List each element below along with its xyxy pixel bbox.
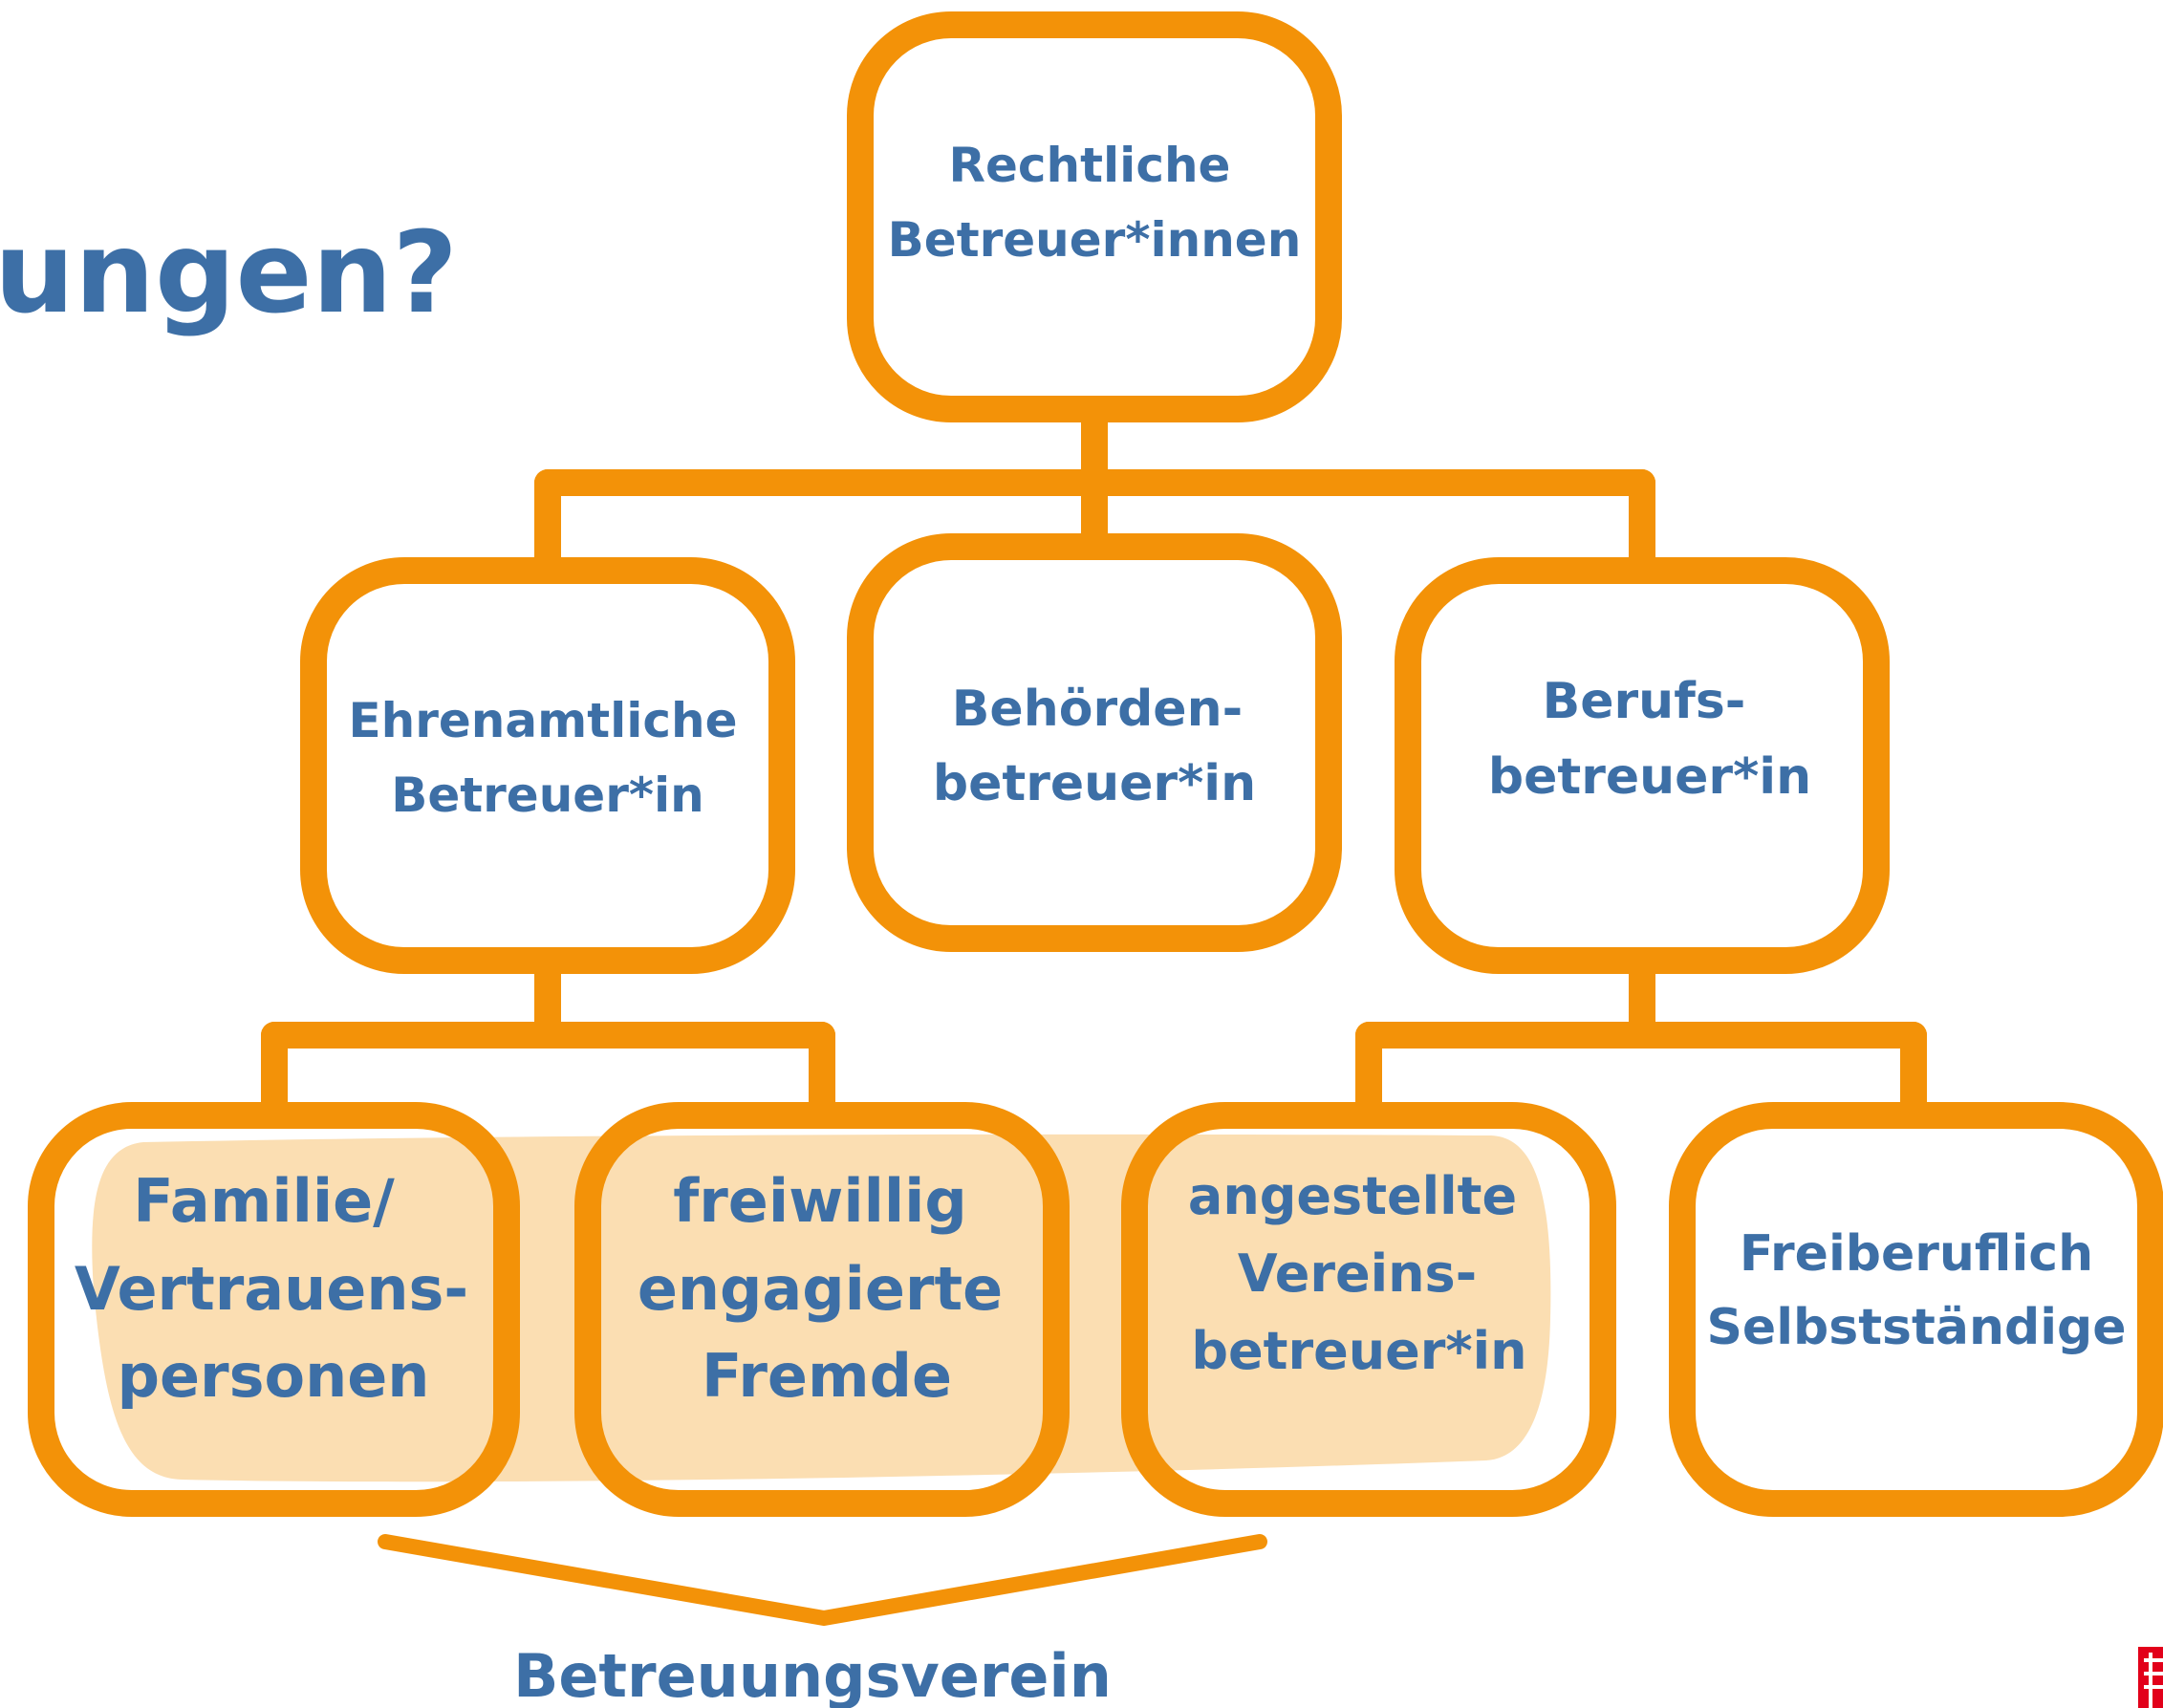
label-berufs-line1: Berufs- xyxy=(1543,673,1746,730)
box-angestellte xyxy=(1121,1102,1616,1517)
label-rechtliche-line1: Rechtliche xyxy=(949,138,1231,193)
label-angestellte-line1: angestellte xyxy=(1188,1166,1517,1226)
label-freiberuflich-line1: Freiberuflich xyxy=(1740,1225,2093,1283)
caritas-cross-icon xyxy=(2138,1647,2163,1708)
label-freiwillig-line1: freiwillig xyxy=(673,1166,967,1236)
label-berufs-line2: betreuer*in xyxy=(1488,748,1811,806)
group-bracket xyxy=(378,1534,1267,1626)
label-freiwillig-line3: Fremde xyxy=(702,1341,952,1411)
page-title: ungen? xyxy=(0,206,458,338)
label-behoerden-line2: betreuer*in xyxy=(933,755,1256,812)
label-freiwillig-line2: engagierte xyxy=(638,1254,1003,1324)
label-freiberuflich-line2: Selbstständige xyxy=(1706,1299,2126,1356)
box-behoerdenbetreuer xyxy=(847,533,1342,952)
box-familie xyxy=(28,1102,520,1517)
box-freiwillig xyxy=(574,1102,1070,1517)
label-ehrenamtliche-line1: Ehrenamtliche xyxy=(348,693,737,748)
label-familie-line3: personen xyxy=(118,1341,430,1411)
box-freiberuflich xyxy=(1669,1102,2163,1517)
label-behoerden-line1: Behörden- xyxy=(952,681,1243,738)
group-label-betreuungsverein: Betreuungsverein xyxy=(513,1641,1112,1708)
label-familie-line2: Vertrauens- xyxy=(75,1254,468,1324)
box-berufsbetreuer xyxy=(1395,557,1890,974)
label-angestellte-line2: Vereins- xyxy=(1238,1243,1477,1304)
box-rechtliche-betreuer xyxy=(847,11,1342,422)
label-rechtliche-line2: Betreuer*innen xyxy=(888,212,1302,268)
label-angestellte-line3: betreuer*in xyxy=(1191,1321,1526,1381)
box-ehrenamtliche-betreuer xyxy=(300,557,795,974)
betreuungsverein-highlight xyxy=(92,1134,1551,1482)
label-ehrenamtliche-line2: Betreuer*in xyxy=(391,768,704,823)
label-familie-line1: Familie/ xyxy=(133,1166,395,1236)
